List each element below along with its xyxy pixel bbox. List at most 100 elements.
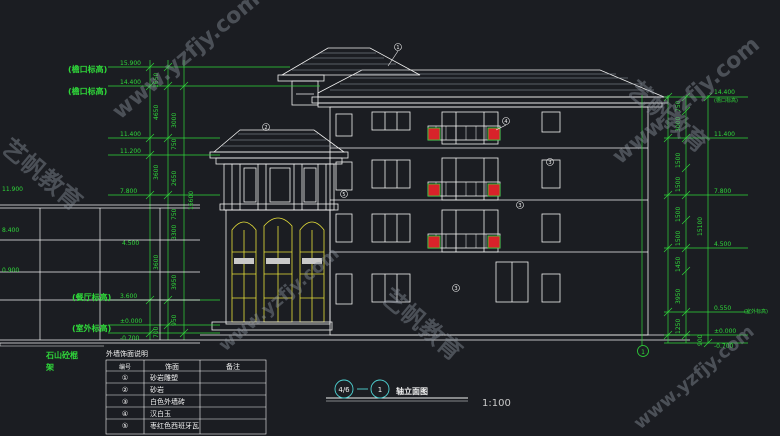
watermark-url: www.yzfjy.com <box>630 321 759 434</box>
level-value: 4.500 <box>122 240 139 247</box>
callout-numbers: 1 2 4 3 5 3 3 <box>264 45 551 292</box>
dim-value: 1500 <box>675 231 682 246</box>
title-block: 4/6 1 轴立面图 1:100 <box>326 379 511 409</box>
watermark-brand: 艺帆教育 <box>376 283 468 366</box>
dim-value: 1500 <box>675 207 682 222</box>
arched-windows <box>231 217 325 323</box>
rock-label-2: 架 <box>45 362 54 372</box>
level-value: 14.400 <box>714 89 735 96</box>
dim-value: 1250 <box>675 319 682 334</box>
top-roof <box>277 47 421 106</box>
dim-value: 2650 <box>171 171 178 186</box>
dim-value: 750 <box>675 100 682 112</box>
callout-number: 3 <box>518 203 521 209</box>
level-value: 11.400 <box>120 131 141 138</box>
level-value: 11.900 <box>2 186 23 193</box>
material-callouts <box>262 43 554 292</box>
dim-value: 1450 <box>675 257 682 272</box>
axis-bubble-label: 1 <box>641 349 645 356</box>
legend-header-finish: 饰面 <box>165 362 179 371</box>
rock-label: 石山砼棍 <box>45 350 78 360</box>
dim-value: 16600 <box>188 191 195 210</box>
dim-value: 15100 <box>697 217 704 236</box>
legend-row-finish: 枣红色西班牙瓦 <box>150 421 199 430</box>
dim-value: 3950 <box>675 289 682 304</box>
drawing-scale: 1:100 <box>482 398 511 409</box>
main-windows <box>335 111 561 305</box>
legend-caption: 外墙饰面说明 <box>106 349 148 358</box>
eave-level-label: (檐口标高) <box>68 86 107 96</box>
dim-value: 750 <box>171 138 178 150</box>
legend-row-num: ① <box>122 374 128 382</box>
legend-row-finish: 汉白玉 <box>150 409 171 418</box>
rock-leader <box>0 343 104 347</box>
dim-value: 3300 <box>171 225 178 240</box>
level-value: 15.900 <box>120 60 141 67</box>
legend-row-num: ④ <box>122 410 128 418</box>
finish-legend-table: 外墙饰面说明 编号 饰面 备注 ① 砂岩雕塑 ② 砂岩 ③ 白色外墙砖 ④ 汉白… <box>105 349 267 435</box>
dim-value: 3000 <box>171 113 178 128</box>
callout-number: 3 <box>454 286 457 292</box>
dim-value: 3000 <box>675 117 682 132</box>
far-left-levels: 11.900 8.400 4.500 0.900 石山砼棍 架 <box>2 186 139 372</box>
left-level-text: (檐口标高) (檐口标高) (餐厅标高) (室外标高) 15.900 14.40… <box>68 60 142 342</box>
right-dimension-text: 750 3000 1500 1500 1500 1500 15100 1450 … <box>675 100 704 346</box>
level-value: -0.700 <box>120 335 140 342</box>
eave-level-label: (檐口标高) <box>68 64 107 74</box>
level-value: 11.200 <box>120 148 141 155</box>
outdoor-level-label: (室外标高) <box>72 323 111 333</box>
level-value: 3.600 <box>120 293 137 300</box>
callout-number: 2 <box>264 125 267 131</box>
dim-value: 950 <box>171 314 178 326</box>
dim-value: 700 <box>153 326 160 338</box>
legend-row-num: ③ <box>122 398 128 406</box>
callout-number: 4 <box>504 119 507 125</box>
dim-value: 3950 <box>171 275 178 290</box>
dim-value: 1500 <box>675 153 682 168</box>
level-value: -0.700 <box>714 343 734 350</box>
main-block-wall <box>329 106 649 336</box>
legend-row-finish: 白色外墙砖 <box>150 397 185 406</box>
legend-row-finish: 砂岩雕塑 <box>150 373 178 382</box>
right-level-text: 14.400 (檐口标高) 11.400 7.800 4.500 0.550 ±… <box>714 89 768 350</box>
right-level-lines <box>641 92 748 348</box>
dim-value: 1650 <box>153 73 160 88</box>
level-value: ±0.000 <box>714 328 736 335</box>
dim-value: 750 <box>171 208 178 220</box>
eave-level-label: (檐口标高) <box>714 97 738 104</box>
dim-value: 3600 <box>153 165 160 180</box>
legend-header-num: 编号 <box>119 363 131 371</box>
watermark-brand: 艺帆教育 <box>0 133 88 216</box>
level-value: 8.400 <box>2 227 19 234</box>
left-level-lines <box>108 60 320 340</box>
level-value: 0.550 <box>714 305 731 312</box>
dim-value: 900 <box>697 334 704 346</box>
dim-value: 4650 <box>153 105 160 120</box>
legend-row-num: ⑤ <box>122 422 128 430</box>
level-value: 7.800 <box>120 188 137 195</box>
adjacent-elevation <box>0 204 200 344</box>
red-planters <box>427 127 501 249</box>
left-dimension-text: 1650 4650 3000 750 3600 2650 16600 3300 … <box>153 73 195 338</box>
watermark: www.yzfjy.com www.yzfjy.com www.yzfjy.co… <box>0 0 765 434</box>
outdoor-level-label: (室外标高) <box>744 308 768 315</box>
dim-value: 3600 <box>153 255 160 270</box>
level-value: ±0.000 <box>120 318 142 325</box>
dim-value: 1500 <box>675 177 682 192</box>
dining-level-label: (餐厅标高) <box>72 292 111 302</box>
left-tower <box>209 129 349 331</box>
level-value: 4.500 <box>714 241 731 248</box>
title-to-axis: 1 <box>378 386 382 394</box>
axis-bubble: 1 <box>637 345 649 357</box>
level-value: 0.900 <box>2 267 19 274</box>
legend-row-num: ② <box>122 386 128 394</box>
drawing-title: 轴立面图 <box>396 386 428 396</box>
callout-number: 1 <box>396 45 399 51</box>
legend-header-note: 备注 <box>226 362 240 371</box>
level-value: 7.800 <box>714 188 731 195</box>
building-elevation <box>200 47 690 341</box>
level-value: 11.400 <box>714 131 735 138</box>
callout-number: 5 <box>342 192 345 198</box>
